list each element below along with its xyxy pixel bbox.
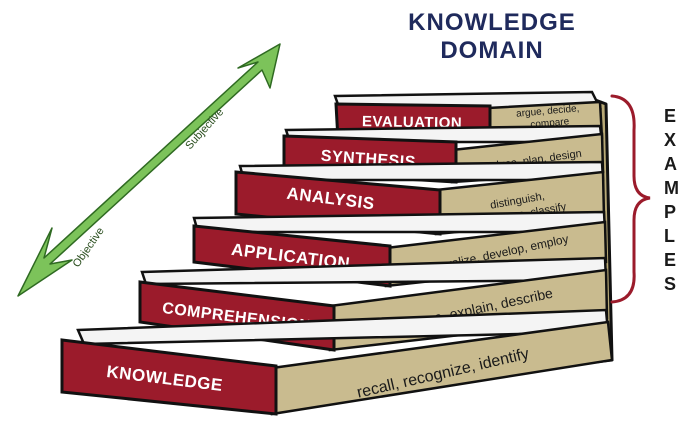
- title-line-1: KNOWLEDGE: [408, 9, 576, 36]
- title-line-2: DOMAIN: [440, 37, 543, 64]
- examples-letter: E: [664, 250, 676, 270]
- examples-letter: S: [664, 274, 676, 294]
- examples-letter: E: [664, 106, 676, 126]
- examples-letter: P: [664, 202, 676, 222]
- double-arrow-shape: [17, 43, 281, 297]
- examples-letters: E X A M P L E S: [664, 106, 679, 294]
- step-knowledge: KNOWLEDGE recall, recognize, identify: [60, 308, 614, 416]
- examples-letter: X: [664, 130, 676, 150]
- examples-letter: L: [664, 226, 675, 246]
- examples-letter: A: [664, 154, 677, 174]
- examples-letter: M: [664, 178, 679, 198]
- step-label-box: [60, 338, 278, 416]
- curly-brace: [610, 94, 651, 304]
- step-group: EVALUATION argue, decide, compare SYNTHE…: [60, 90, 614, 416]
